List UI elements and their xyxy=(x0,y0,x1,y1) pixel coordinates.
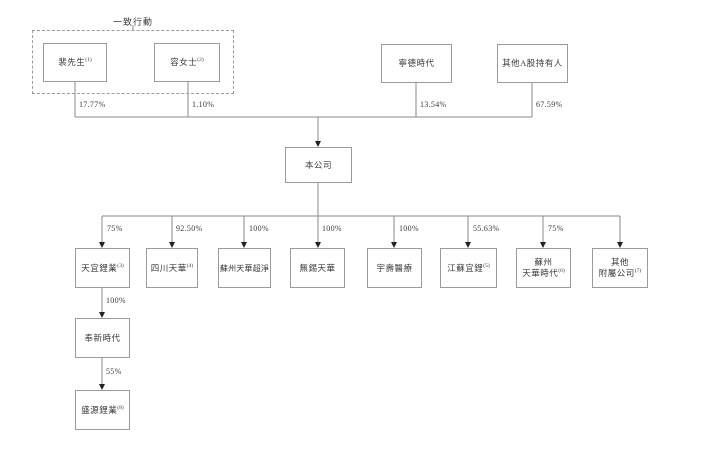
node-label: 容女士(2) xyxy=(170,57,204,67)
node-catl: 寧德時代 xyxy=(381,44,452,83)
node-label: 寧德時代 xyxy=(398,58,435,68)
pct-wuxi: 100% xyxy=(322,224,342,233)
node-label: 本公司 xyxy=(304,159,332,170)
node-label-line2: 附屬公司(7) xyxy=(598,268,642,278)
node-sichuan-tianhua: 四川天華(4) xyxy=(146,248,198,288)
pct-suzhou-uc: 100% xyxy=(249,224,269,233)
node-label: 其他A股持有人 xyxy=(502,58,563,68)
footnote-marker: (4) xyxy=(186,262,194,269)
node-fengxin-shidai: 奉新時代 xyxy=(75,318,130,358)
node-yushou-medical: 宇壽醫療 xyxy=(367,248,422,288)
pct-sz-shidai: 75% xyxy=(548,224,564,233)
node-wuxi-tianhua: 無錫天華 xyxy=(290,248,345,288)
node-other-a-share-holders: 其他A股持有人 xyxy=(497,44,568,83)
acting-in-concert-label: 一致行動 xyxy=(112,17,153,27)
pct-rong: 1.10% xyxy=(192,100,215,109)
node-shengyuan-lithium: 盛源鋰業(8) xyxy=(75,390,130,430)
footnote-marker: (1) xyxy=(85,57,92,64)
footnote-marker: (7) xyxy=(634,268,642,275)
node-mr-pei: 裴先生(1) xyxy=(43,43,107,82)
node-label: 奉新時代 xyxy=(84,332,121,343)
pct-tianyi: 75% xyxy=(107,224,123,233)
node-label-line2: 天華時代(6) xyxy=(522,268,565,278)
node-label-line1: 蘇州 xyxy=(534,257,553,267)
node-label: 裴先生(1) xyxy=(58,57,92,67)
footnote-marker: (5) xyxy=(483,262,490,269)
node-suzhou-tianhua-shidai: 蘇州 天華時代(6) xyxy=(516,248,571,288)
pct-fengxin: 100% xyxy=(106,296,126,305)
pct-jiangsu: 55.63% xyxy=(473,224,500,233)
node-suzhou-tianhua-ultra-clean: 蘇州天華超淨 xyxy=(218,248,271,288)
pct-shengyuan: 55% xyxy=(106,367,122,376)
footnote-marker: (2) xyxy=(197,57,204,64)
footnote-marker: (3) xyxy=(117,262,124,269)
pct-other-a: 67.59% xyxy=(536,100,563,109)
pct-catl: 13.54% xyxy=(420,100,447,109)
footnote-marker: (6) xyxy=(558,268,565,275)
footnote-marker: (8) xyxy=(117,404,124,411)
node-label: 江蘇宜鋰(5) xyxy=(447,262,490,273)
node-label: 宇壽醫療 xyxy=(376,262,413,273)
node-label: 天宜鋰業(3) xyxy=(81,262,124,273)
acting-in-concert-group xyxy=(32,30,234,94)
node-label-line1: 其他 xyxy=(610,257,629,267)
node-label: 四川天華(4) xyxy=(150,262,194,273)
node-tianyi-lithium: 天宜鋰業(3) xyxy=(75,248,130,288)
node-label: 無錫天華 xyxy=(299,262,336,273)
node-the-company: 本公司 xyxy=(285,147,352,183)
node-label: 盛源鋰業(8) xyxy=(81,404,124,415)
pct-pei: 17.77% xyxy=(79,100,106,109)
node-label: 蘇州天華超淨 xyxy=(219,263,270,273)
node-jiangsu-yili: 江蘇宜鋰(5) xyxy=(440,248,497,288)
pct-yushou: 100% xyxy=(399,224,419,233)
node-ms-rong: 容女士(2) xyxy=(154,43,220,82)
pct-sichuan: 92.50% xyxy=(176,224,203,233)
node-other-subsidiaries: 其他 附屬公司(7) xyxy=(592,248,648,288)
